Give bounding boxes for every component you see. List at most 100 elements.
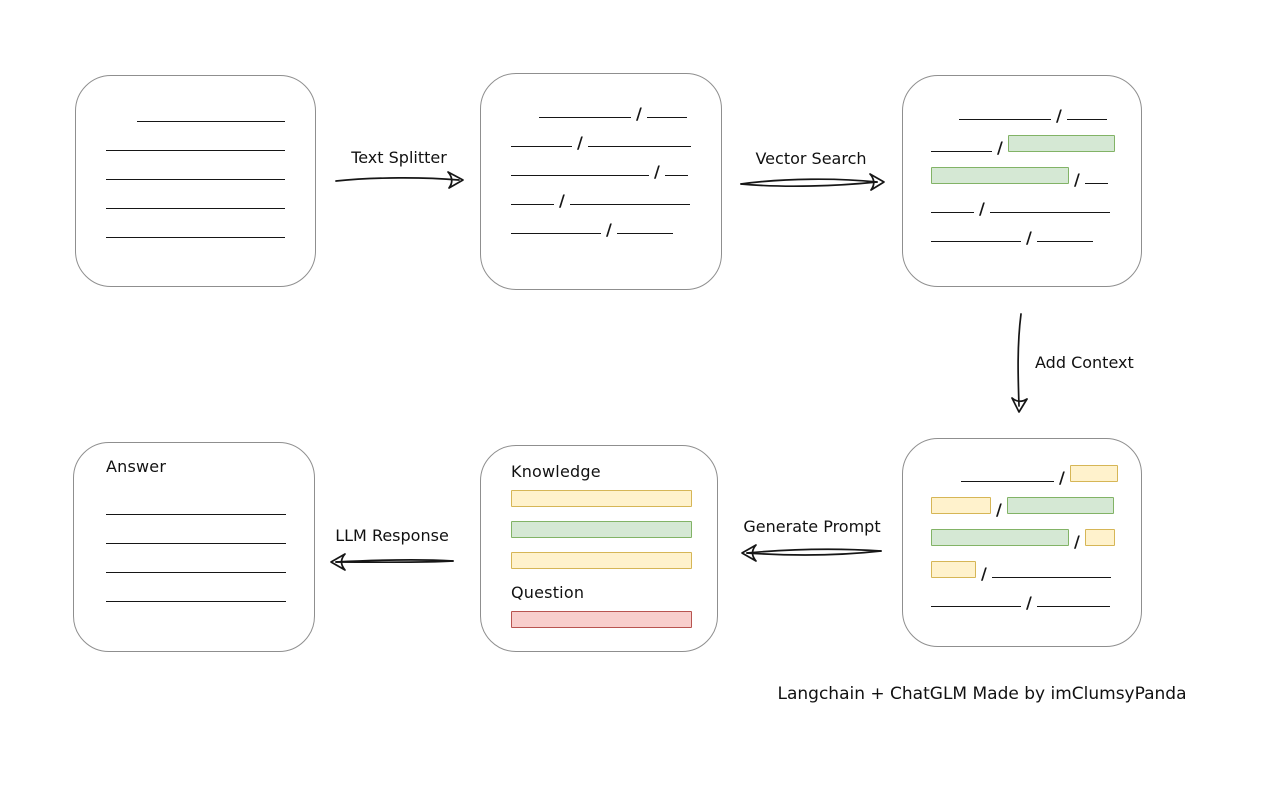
box-row: / xyxy=(511,220,695,239)
separator-slash: / xyxy=(1026,593,1032,612)
context-chunks-box: ///// xyxy=(902,438,1142,647)
box-row: / xyxy=(931,135,1117,156)
arrow-shaft xyxy=(335,177,460,182)
vector-search-arrow xyxy=(740,173,885,191)
box-row: / xyxy=(931,106,1117,124)
add-context-arrow xyxy=(1011,313,1028,413)
text-line xyxy=(511,203,554,205)
text-line xyxy=(664,174,688,176)
box-row xyxy=(106,178,285,180)
arrow-shaft xyxy=(1017,313,1022,407)
text-line xyxy=(106,236,285,238)
text-line xyxy=(931,240,1021,242)
separator-slash: / xyxy=(1074,532,1080,551)
text-splitter-label: Text Splitter xyxy=(351,148,447,167)
box-row: / xyxy=(931,529,1119,551)
box-row: / xyxy=(511,162,695,181)
green-highlight-bar xyxy=(511,521,692,538)
arrow-shaft xyxy=(740,178,878,185)
llm-response-label: LLM Response xyxy=(335,526,449,545)
vector-search-label: Vector Search xyxy=(755,149,867,168)
text-line xyxy=(539,116,631,118)
arrow-head-icon xyxy=(869,173,885,191)
box-row xyxy=(511,611,692,628)
box-row xyxy=(511,490,692,507)
box-row xyxy=(106,571,286,573)
generate-prompt-label: Generate Prompt xyxy=(743,517,881,536)
text-line xyxy=(616,232,673,234)
split-chunks-box: / / / / / xyxy=(480,73,722,290)
arrow-head-icon xyxy=(447,171,464,189)
yellow-highlight-bar xyxy=(931,561,976,578)
box-row: / xyxy=(931,465,1119,487)
add-context-label: Add Context xyxy=(1035,353,1134,372)
arrow-head-icon xyxy=(1011,397,1028,413)
answer-heading: Answer xyxy=(106,457,167,476)
text-line xyxy=(106,513,286,515)
text-splitter-arrow xyxy=(335,171,464,189)
box-row xyxy=(511,552,692,569)
yellow-highlight-bar xyxy=(511,552,692,569)
box-row xyxy=(511,521,692,538)
green-highlight-bar xyxy=(931,167,1069,184)
separator-slash: / xyxy=(577,133,583,152)
llm-response-arrow xyxy=(330,553,454,571)
text-line xyxy=(106,542,286,544)
text-line xyxy=(959,118,1051,120)
green-highlight-bar xyxy=(1007,135,1115,152)
arrow-head-icon xyxy=(330,553,346,571)
box-row: / xyxy=(931,199,1117,218)
box-row: / xyxy=(931,228,1117,247)
attribution-caption: Langchain + ChatGLM Made by imClumsyPand… xyxy=(777,684,1187,704)
text-line xyxy=(511,232,601,234)
box-row xyxy=(106,600,286,602)
box-row: / xyxy=(511,104,695,123)
separator-slash: / xyxy=(606,220,612,239)
yellow-highlight-bar xyxy=(931,497,991,514)
text-line xyxy=(931,605,1021,607)
green-highlight-bar xyxy=(931,529,1069,546)
generate-prompt-arrow xyxy=(741,544,882,562)
separator-slash: / xyxy=(1074,170,1080,189)
text-line xyxy=(106,571,286,573)
box-row xyxy=(106,513,286,515)
text-line xyxy=(106,600,286,602)
red-highlight-bar xyxy=(511,611,692,628)
text-line xyxy=(137,120,285,122)
text-line xyxy=(991,576,1111,578)
arrow-shaft xyxy=(746,550,882,556)
box-row: Answer xyxy=(106,457,286,477)
box-row xyxy=(106,120,285,122)
arrow-shaft xyxy=(335,559,454,563)
vector-search-results-box: / / / / / xyxy=(902,75,1142,287)
separator-slash: / xyxy=(1059,468,1065,487)
box-row: / xyxy=(511,191,695,209)
question-heading: Question xyxy=(511,583,585,602)
text-line xyxy=(106,149,285,151)
text-line xyxy=(587,145,691,147)
box-row: / xyxy=(511,133,695,152)
text-line xyxy=(1036,240,1093,242)
yellow-highlight-bar xyxy=(1069,465,1118,482)
text-line xyxy=(1066,118,1107,120)
separator-slash: / xyxy=(636,104,642,123)
box-row xyxy=(106,236,285,238)
text-line xyxy=(511,174,649,176)
arrow-shaft xyxy=(335,560,454,564)
arrow-shaft xyxy=(746,548,882,554)
box-row xyxy=(106,207,285,209)
separator-slash: / xyxy=(979,199,985,218)
separator-slash: / xyxy=(996,500,1002,519)
yellow-highlight-bar xyxy=(1084,529,1115,546)
separator-slash: / xyxy=(654,162,660,181)
text-line xyxy=(511,145,572,147)
text-line xyxy=(646,116,687,118)
text-line xyxy=(106,207,285,209)
text-line xyxy=(1036,605,1110,607)
separator-slash: / xyxy=(1026,228,1032,247)
arrow-head-icon xyxy=(741,544,757,562)
box-row: Question xyxy=(511,583,692,603)
yellow-highlight-bar xyxy=(511,490,692,507)
